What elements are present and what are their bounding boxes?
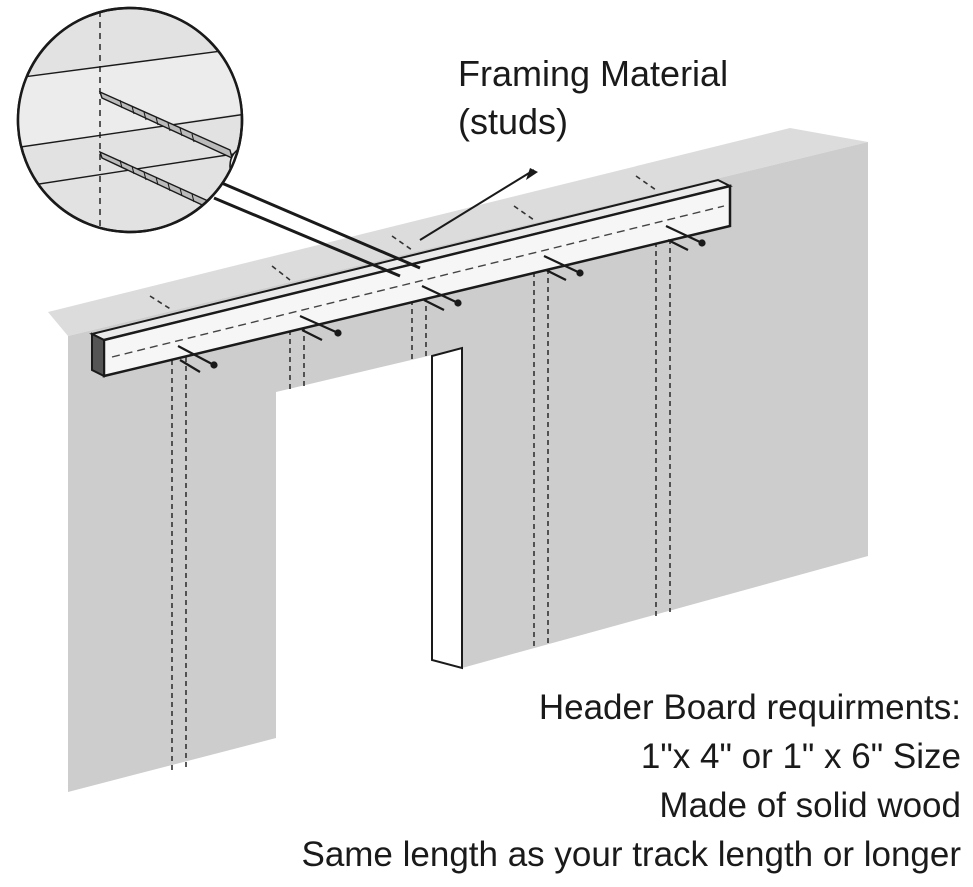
detail-inset — [16, 6, 244, 234]
stud-line-top — [149, 295, 173, 311]
stud-line-top — [391, 235, 413, 251]
stud-line-top — [635, 175, 657, 191]
board-screws — [177, 225, 706, 373]
door-jamb — [431, 346, 463, 670]
header-board-centerline — [111, 205, 725, 358]
header-board-requirements: Header Board requirments: 1"x 4" or 1" x… — [301, 683, 961, 879]
stud-line-top — [271, 265, 291, 281]
screw-icon — [299, 314, 342, 341]
magnifier-pointer — [209, 176, 421, 278]
framing-material-line1: Framing Material — [458, 53, 729, 94]
header-board — [89, 178, 733, 378]
screw-icon — [421, 285, 462, 311]
framing-label-pointer — [419, 169, 535, 241]
framing-material-line2: (studs) — [458, 101, 569, 142]
screw-icon — [177, 345, 218, 373]
screw-icon — [543, 255, 584, 281]
header-board-end — [91, 332, 105, 378]
stud-line-top — [513, 205, 535, 221]
header-req-length: Same length as your track length or long… — [301, 835, 961, 874]
header-req-size: 1"x 4" or 1" x 6" Size — [640, 737, 961, 776]
header-req-title: Header Board requirments: — [538, 688, 961, 727]
screw-icon — [665, 225, 706, 251]
framing-studs — [149, 175, 671, 770]
wall-top-surface — [48, 128, 868, 336]
header-req-material: Made of solid wood — [659, 786, 961, 825]
framing-label-pointer-head — [526, 168, 538, 180]
framing-material-label: Framing Material (studs) — [458, 50, 728, 146]
